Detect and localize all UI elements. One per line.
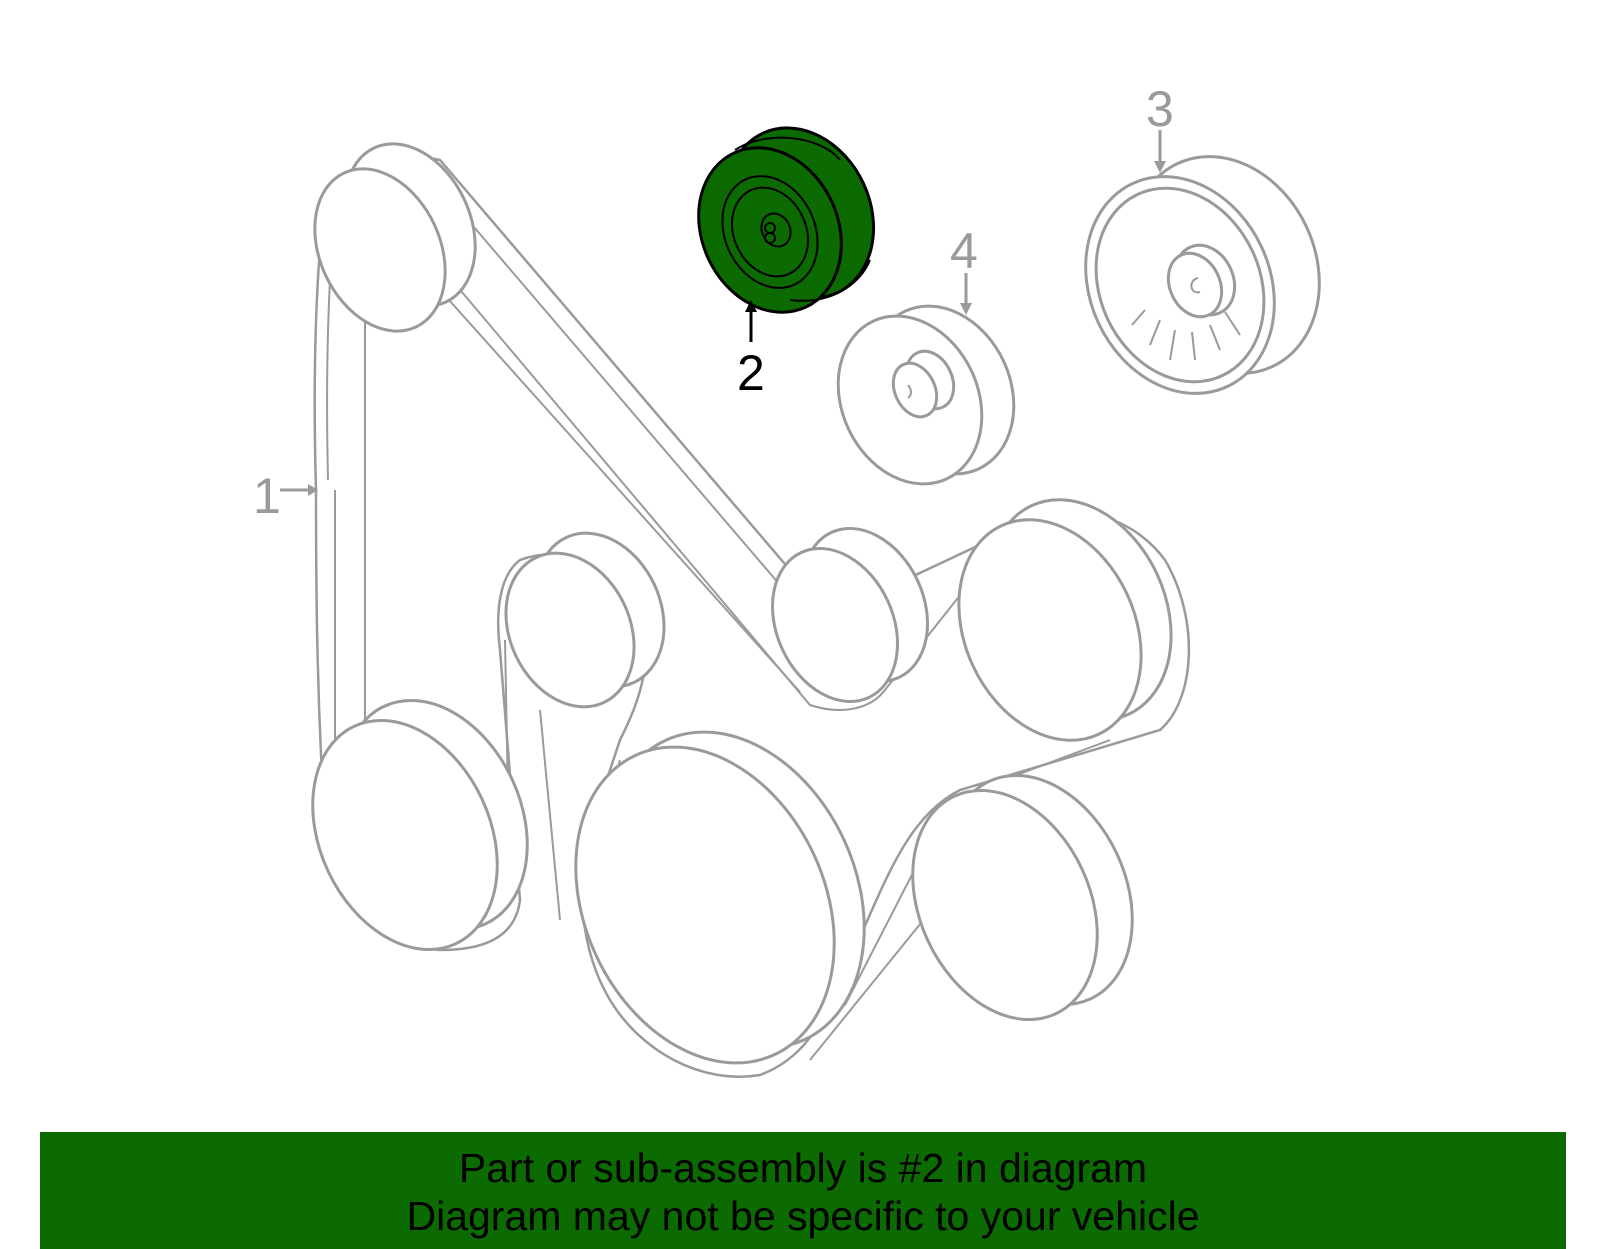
banner-line-2: Diagram may not be specific to your vehi… <box>406 1193 1200 1239</box>
bottom-left-pulley <box>311 698 529 952</box>
callout-1: 1 <box>253 468 318 524</box>
belt-drive-diagram: 1 2 3 4 <box>253 81 1321 1078</box>
disclaimer-banner: Part or sub-assembly is #2 in diagram Di… <box>40 1132 1566 1249</box>
top-left-pulley <box>313 142 477 333</box>
callout-4: 4 <box>950 223 978 315</box>
tensioner-pulley-part-3 <box>1084 155 1321 395</box>
center-small-pulley <box>771 526 929 704</box>
highlighted-pulley-part-2 <box>697 126 876 314</box>
callout-4-label: 4 <box>950 223 978 279</box>
callout-3: 3 <box>1146 81 1174 173</box>
callout-1-label: 1 <box>253 468 281 524</box>
right-upper-pulley <box>957 498 1173 742</box>
idler-pulley-part-4 <box>836 304 1016 486</box>
mid-left-pulley <box>504 531 666 709</box>
callout-2: 2 <box>737 300 765 401</box>
banner-line-1: Part or sub-assembly is #2 in diagram <box>458 1145 1148 1191</box>
callout-2-label: 2 <box>737 345 765 401</box>
bottom-center-pulley <box>574 730 866 1065</box>
bottom-right-pulley <box>911 773 1134 1022</box>
callout-3-label: 3 <box>1146 81 1174 137</box>
